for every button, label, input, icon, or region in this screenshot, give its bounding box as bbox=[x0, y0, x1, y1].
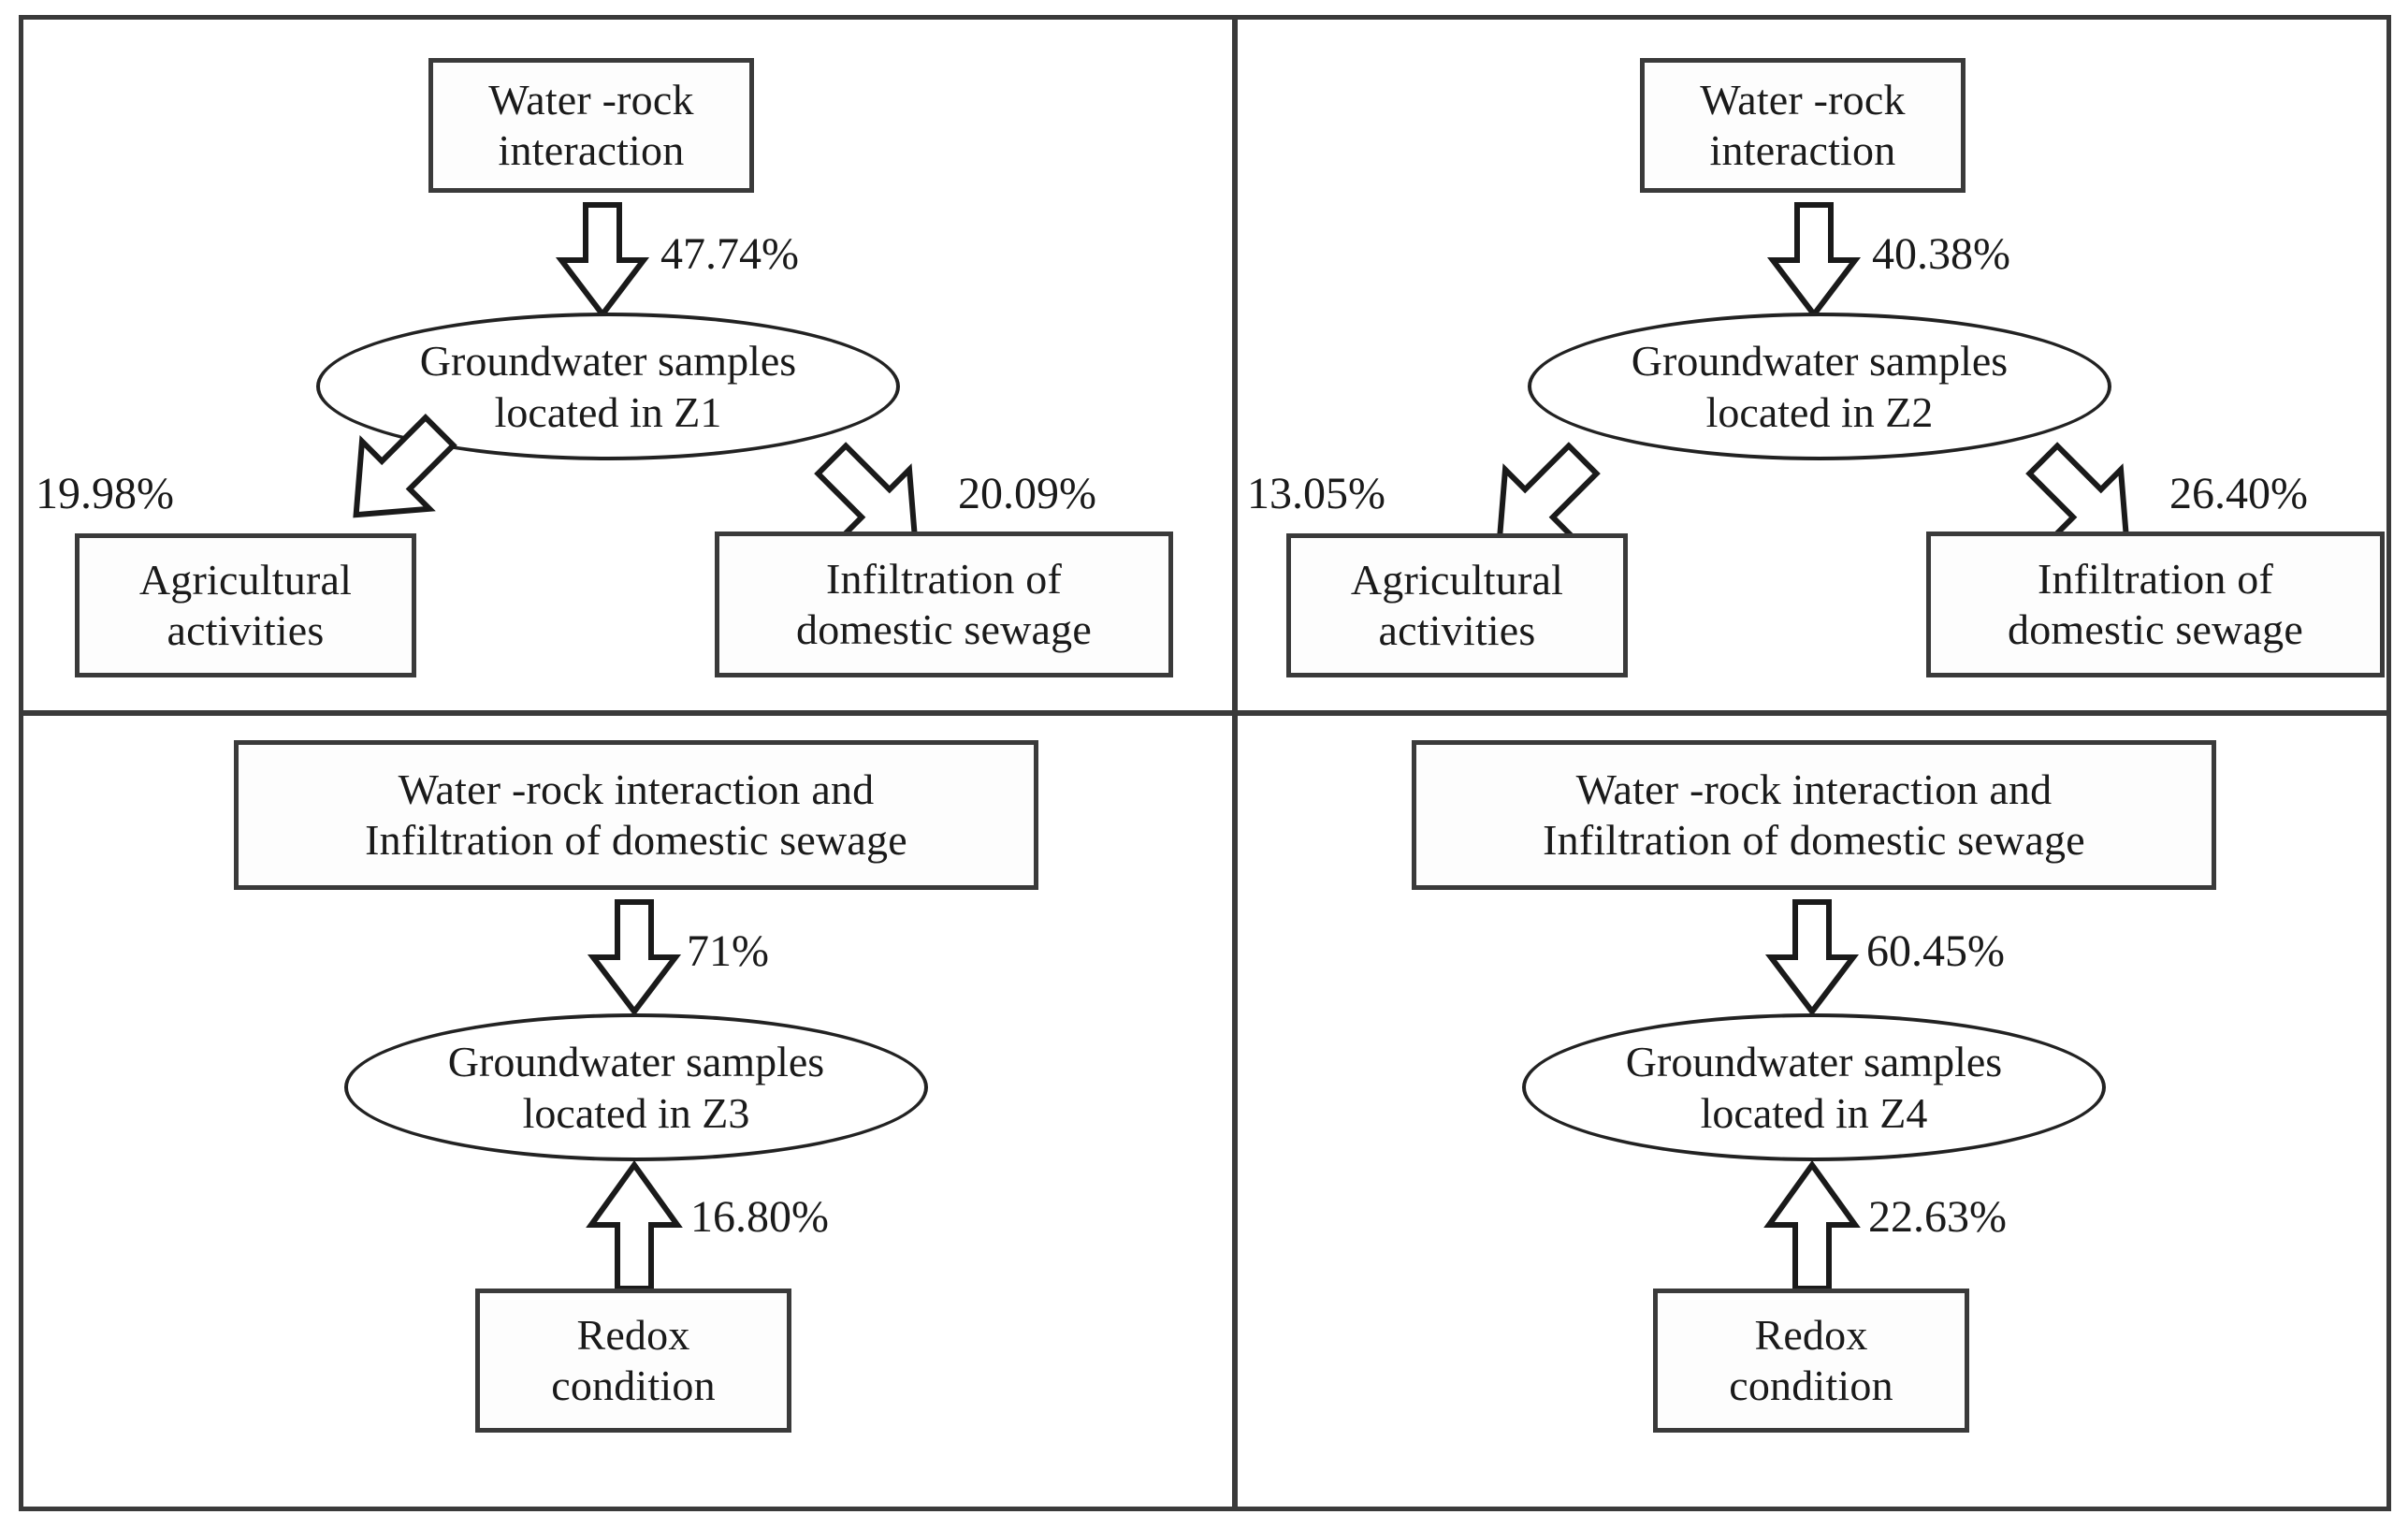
z1-water-rock-line2: interaction bbox=[498, 126, 685, 174]
z1-sewage-line2: domestic sewage bbox=[796, 605, 1092, 653]
z1-source-agricultural-box: Agricultural activities bbox=[75, 533, 416, 677]
panel-divider-horizontal bbox=[19, 710, 2391, 716]
z1-source-sewage-box: Infiltration of domestic sewage bbox=[715, 532, 1173, 677]
z1-ellipse-line1: Groundwater samples bbox=[419, 336, 797, 385]
z2-arrow-up-left bbox=[2014, 430, 2151, 567]
z2-sewage-line2: domestic sewage bbox=[2008, 605, 2303, 653]
z4-arrow-up bbox=[1763, 1159, 1861, 1292]
z2-ellipse-line1: Groundwater samples bbox=[1631, 336, 2009, 385]
z3-pct-bottom: 16.80% bbox=[690, 1192, 829, 1242]
z3-combined-line2: Infiltration of domestic sewage bbox=[365, 816, 907, 864]
z4-center-ellipse: Groundwater samples located in Z4 bbox=[1522, 1013, 2106, 1161]
z3-redox-line2: condition bbox=[551, 1362, 716, 1409]
z2-center-ellipse: Groundwater samples located in Z2 bbox=[1528, 313, 2111, 460]
z2-water-rock-line2: interaction bbox=[1709, 126, 1896, 174]
z4-combined-line1: Water -rock interaction and bbox=[1575, 764, 2053, 813]
z1-pct-top: 47.74% bbox=[660, 229, 799, 279]
z4-ellipse-line1: Groundwater samples bbox=[1625, 1037, 2003, 1085]
z4-redox-line1: Redox bbox=[1754, 1310, 1868, 1359]
z1-arrow-up-right bbox=[264, 413, 457, 567]
panel-divider-vertical bbox=[1232, 15, 1238, 1511]
z2-pct-left: 13.05% bbox=[1247, 469, 1385, 518]
z3-redox-line1: Redox bbox=[576, 1310, 690, 1359]
panel-z1: Water -rock interaction 47.74% Groundwat… bbox=[19, 15, 1232, 710]
z3-ellipse-line1: Groundwater samples bbox=[447, 1037, 825, 1085]
z2-source-sewage-box: Infiltration of domestic sewage bbox=[1926, 532, 2385, 677]
z1-water-rock-line1: Water -rock bbox=[488, 75, 694, 124]
z1-ellipse-line2: located in Z1 bbox=[494, 388, 722, 436]
z2-source-water-rock-box: Water -rock interaction bbox=[1640, 58, 1966, 193]
z2-water-rock-line1: Water -rock bbox=[1700, 75, 1906, 124]
z2-sewage-line1: Infiltration of bbox=[2037, 554, 2274, 603]
z2-ellipse-line2: located in Z2 bbox=[1705, 388, 1934, 436]
z1-arrow-up-left bbox=[803, 430, 939, 567]
z1-agricultural-line2: activities bbox=[167, 606, 325, 654]
z2-agricultural-line2: activities bbox=[1378, 606, 1536, 654]
z1-pct-left: 19.98% bbox=[36, 469, 174, 518]
z4-combined-line2: Infiltration of domestic sewage bbox=[1543, 816, 2085, 864]
z4-source-combined-box: Water -rock interaction and Infiltration… bbox=[1412, 740, 2216, 890]
z4-source-redox-box: Redox condition bbox=[1653, 1289, 1969, 1433]
panel-z3: Water -rock interaction and Infiltration… bbox=[19, 716, 1232, 1511]
z3-pct-top: 71% bbox=[687, 926, 769, 976]
z4-arrow-down bbox=[1764, 899, 1860, 1016]
z4-pct-top: 60.45% bbox=[1866, 926, 2005, 976]
z1-agricultural-line1: Agricultural bbox=[138, 555, 353, 604]
z1-arrow-down bbox=[555, 202, 650, 319]
z4-redox-line2: condition bbox=[1729, 1362, 1893, 1409]
z1-center-ellipse: Groundwater samples located in Z1 bbox=[316, 313, 900, 460]
z4-pct-bottom: 22.63% bbox=[1868, 1192, 2007, 1242]
z4-ellipse-line2: located in Z4 bbox=[1700, 1089, 1928, 1137]
z2-pct-right: 26.40% bbox=[2169, 469, 2308, 518]
z3-arrow-up bbox=[586, 1159, 683, 1292]
z1-source-water-rock-box: Water -rock interaction bbox=[428, 58, 754, 193]
z2-source-agricultural-box: Agricultural activities bbox=[1286, 533, 1628, 677]
panel-z2: Water -rock interaction 40.38% Groundwat… bbox=[1238, 15, 2391, 710]
z2-pct-top: 40.38% bbox=[1872, 229, 2010, 279]
z3-source-redox-box: Redox condition bbox=[475, 1289, 791, 1433]
z3-arrow-down bbox=[587, 899, 682, 1016]
z3-center-ellipse: Groundwater samples located in Z3 bbox=[344, 1013, 928, 1161]
z3-source-combined-box: Water -rock interaction and Infiltration… bbox=[234, 740, 1038, 890]
z1-pct-right: 20.09% bbox=[958, 469, 1096, 518]
z3-ellipse-line2: located in Z3 bbox=[522, 1089, 750, 1137]
z2-arrow-down bbox=[1766, 202, 1862, 319]
z1-sewage-line1: Infiltration of bbox=[825, 554, 1063, 603]
z3-combined-line1: Water -rock interaction and bbox=[398, 764, 875, 813]
panel-z4: Water -rock interaction and Infiltration… bbox=[1238, 716, 2391, 1511]
z2-agricultural-line1: Agricultural bbox=[1350, 555, 1564, 604]
